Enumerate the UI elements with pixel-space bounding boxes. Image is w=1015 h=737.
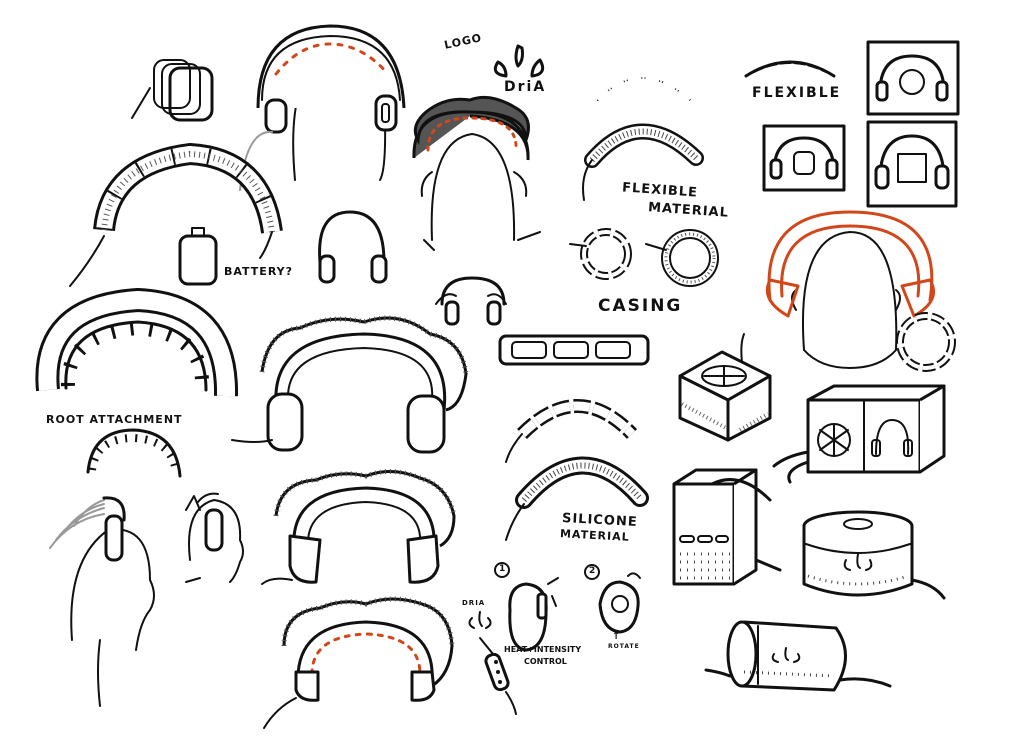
segmented-pad — [498, 334, 650, 366]
head-with-headband-sketch — [239, 24, 406, 191]
segmented-arc-top — [595, 74, 693, 103]
inline-remote-control — [479, 637, 517, 715]
label-rotate-arrow: ↑ — [612, 631, 622, 642]
headphone-wavy-2 — [261, 469, 457, 585]
segmented-arc-silicone — [505, 399, 638, 463]
logo-drop-icon-small — [468, 611, 492, 629]
label-root-attachment: ROOT ATTACHMENT — [46, 413, 183, 426]
headphone-icon-small — [435, 276, 507, 326]
cylinder-sketch — [704, 620, 892, 692]
tall-box-sketch — [672, 468, 782, 586]
label-rotate: ROTATE — [608, 643, 640, 650]
label-dria-small: DRIA — [462, 599, 486, 607]
dotted-arc-silicone — [505, 456, 649, 541]
head-side-rotation-sketch — [49, 496, 155, 707]
headphone-wavy-orange — [263, 596, 455, 729]
dial-icon — [584, 564, 641, 634]
head-with-dark-band-sketch — [412, 95, 541, 251]
earcup-stack-sketch — [131, 59, 214, 122]
label-casing: CASING — [598, 296, 683, 316]
casing-ring-wavy — [645, 229, 719, 287]
head-side-rotate-sketch — [185, 492, 244, 583]
flexible-band-icon — [744, 60, 836, 78]
label-flexible: FLEXIBLE — [752, 85, 842, 101]
earcup-control-1 — [494, 562, 559, 652]
headphone-icon-tile-3 — [866, 120, 958, 208]
round-tin-sketch — [802, 510, 946, 600]
label-battery: BATTERY? — [224, 265, 294, 278]
label-step-2: 2 — [589, 566, 597, 576]
logo-drop-icon — [493, 44, 545, 78]
casing-ring-small — [896, 312, 956, 372]
battery-sketch — [178, 227, 218, 286]
box-fan-sketch — [678, 333, 772, 442]
label-silicone-1: SILICONE — [561, 511, 639, 530]
box-fan-headphone-sketch — [772, 384, 946, 484]
segmented-headband-arc — [69, 142, 283, 287]
headphone-icon-tile-2 — [762, 124, 846, 192]
label-step-1: 1 — [499, 564, 507, 574]
label-silicone-2: MATERIAL — [559, 527, 631, 544]
headphone-icon-tile-1 — [866, 40, 960, 116]
label-control-1: HEAT+INTENSITY — [504, 645, 582, 654]
casing-ring-segmented — [569, 228, 632, 280]
headphone-icon — [318, 210, 388, 284]
root-attachment-arc-large — [35, 287, 239, 397]
headphone-wavy-1 — [231, 315, 469, 454]
label-brand: DriA — [504, 79, 547, 95]
dotted-arc-flexible — [582, 123, 704, 201]
root-attachment-arc-small — [86, 428, 182, 478]
head-orange-headphone-sketch — [765, 210, 935, 369]
label-control-2: CONTROL — [524, 657, 567, 666]
